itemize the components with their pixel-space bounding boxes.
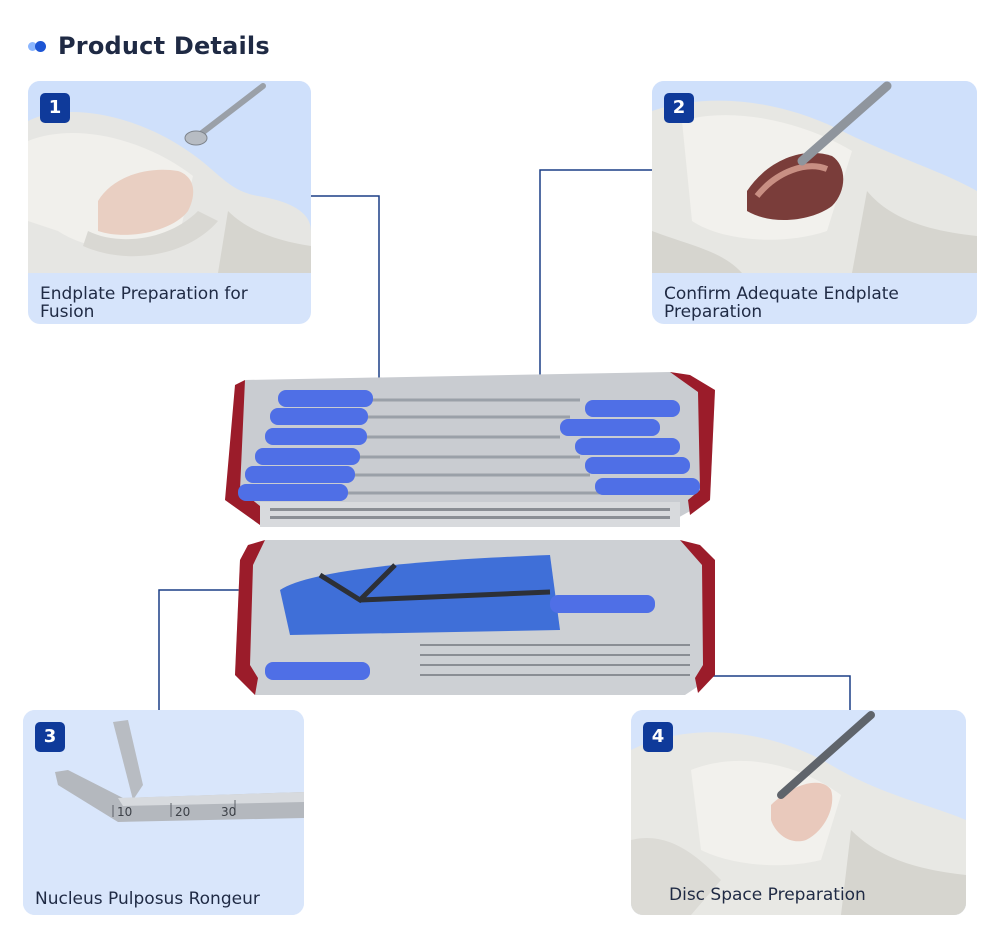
ruler-mark-10: 10 bbox=[117, 805, 132, 819]
card-caption-3: Nucleus Pulposus Rongeur bbox=[35, 889, 260, 909]
upper-tray bbox=[225, 372, 715, 527]
lower-tray bbox=[235, 540, 715, 695]
detail-card-1: 1 Endplate Preparation for Fusion bbox=[28, 81, 311, 324]
ruler-mark-30: 30 bbox=[221, 805, 236, 819]
step-badge-1: 1 bbox=[40, 93, 70, 123]
ruler-mark-20: 20 bbox=[175, 805, 190, 819]
detail-card-4: 4 Disc Space Preparation bbox=[631, 710, 966, 915]
card-caption-1: Endplate Preparation for Fusion bbox=[40, 284, 248, 322]
step-badge-2: 2 bbox=[664, 93, 694, 123]
endplate-preparation-image bbox=[28, 81, 311, 273]
rongeur-image: 10 20 30 bbox=[23, 710, 304, 915]
page-header: Product Details bbox=[28, 32, 270, 60]
detail-card-2: 2 Confirm Adequate Endplate Preparation bbox=[652, 81, 977, 324]
confirm-endplate-image bbox=[652, 81, 977, 273]
page-title: Product Details bbox=[58, 32, 270, 60]
connector-4 bbox=[700, 675, 851, 710]
step-badge-4: 4 bbox=[643, 722, 673, 752]
disc-space-image bbox=[631, 710, 966, 915]
step-badge-3: 3 bbox=[35, 722, 65, 752]
instrument-tray-set bbox=[220, 360, 720, 705]
card-caption-4: Disc Space Preparation bbox=[669, 885, 866, 905]
dots-icon bbox=[28, 39, 48, 53]
card-caption-2: Confirm Adequate Endplate Preparation bbox=[664, 284, 899, 322]
detail-card-3: 10 20 30 3 Nucleus Pulposus Rongeur bbox=[23, 710, 304, 915]
